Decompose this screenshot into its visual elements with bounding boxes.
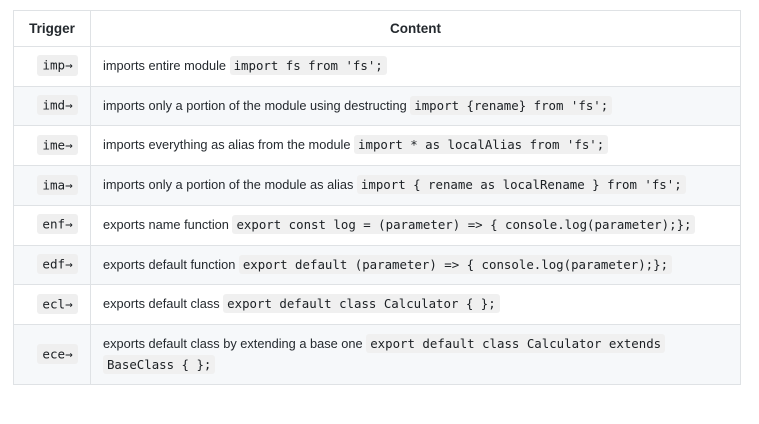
table-row: ecl→ exports default class export default… <box>13 284 741 326</box>
trigger-cell: ime→ <box>13 125 91 167</box>
snippet-description: imports everything as alias from the mod… <box>103 137 351 153</box>
trigger-cell: imd→ <box>13 85 91 127</box>
snippet-code: export default class Calculator { }; <box>223 294 500 314</box>
content-cell: imports only a portion of the module as … <box>90 165 741 206</box>
snippet-code: import fs from 'fs'; <box>229 56 387 75</box>
trigger-code: ecl→ <box>37 293 78 314</box>
trigger-code: ime→ <box>37 134 78 155</box>
table-row: enf→ exports name function export const l… <box>13 204 741 246</box>
content-cell: exports default class by extending a bas… <box>90 324 741 386</box>
content-cell: exports default function export default … <box>90 244 741 286</box>
table-row: imp→ imports entire module import fs from… <box>13 46 741 87</box>
column-header-content: Content <box>90 10 741 47</box>
table-row: edf→ exports default function export defa… <box>13 244 741 286</box>
table-row: ece→ exports default class by extending a… <box>13 324 741 386</box>
snippet-reference-table: Trigger Content imp→ imports entire modul… <box>13 10 741 386</box>
trigger-cell: enf→ <box>13 204 91 246</box>
snippet-code: export const log = (parameter) => { cons… <box>232 214 696 234</box>
snippet-description: exports default class <box>103 296 220 312</box>
trigger-code: enf→ <box>37 214 78 235</box>
column-header-trigger: Trigger <box>13 10 91 47</box>
content-cell: exports name function export const log =… <box>90 204 741 246</box>
snippet-description: exports default function <box>103 256 236 272</box>
trigger-code: imp→ <box>37 55 78 76</box>
content-cell: imports everything as alias from the mod… <box>90 125 741 167</box>
content-cell: imports entire module import fs from 'fs… <box>90 46 741 87</box>
table-header-row: Trigger Content <box>13 10 741 47</box>
trigger-cell: ecl→ <box>13 284 91 326</box>
trigger-cell: ece→ <box>13 324 91 386</box>
table-row: ima→ imports only a portion of the module… <box>13 165 741 206</box>
snippet-description: exports default class by extending a bas… <box>103 336 363 352</box>
trigger-code: imd→ <box>37 95 78 116</box>
trigger-code: ece→ <box>37 343 78 364</box>
snippet-code: import {rename} from 'fs'; <box>410 95 613 115</box>
table-header: Trigger Content <box>13 10 741 47</box>
snippet-description: imports only a portion of the module usi… <box>103 97 407 113</box>
snippet-table-container: Trigger Content imp→ imports entire modul… <box>13 10 741 386</box>
snippet-description: exports name function <box>103 216 229 232</box>
snippet-code: import { rename as localRename } from 'f… <box>356 175 686 195</box>
table-row: ime→ imports everything as alias from the… <box>13 125 741 167</box>
trigger-cell: ima→ <box>13 165 91 206</box>
trigger-cell: edf→ <box>13 244 91 286</box>
trigger-code: ima→ <box>37 174 78 195</box>
content-cell: imports only a portion of the module usi… <box>90 85 741 127</box>
snippet-code: import * as localAlias from 'fs'; <box>354 135 609 155</box>
content-cell: exports default class export default cla… <box>90 284 741 326</box>
snippet-code: export default (parameter) => { console.… <box>238 254 673 274</box>
trigger-code: edf→ <box>37 254 78 275</box>
snippet-description: imports only a portion of the module as … <box>103 177 354 193</box>
table-body: imp→ imports entire module import fs from… <box>13 46 741 386</box>
snippet-description: imports entire module <box>103 58 227 73</box>
table-row: imd→ imports only a portion of the module… <box>13 85 741 127</box>
trigger-cell: imp→ <box>13 46 91 87</box>
